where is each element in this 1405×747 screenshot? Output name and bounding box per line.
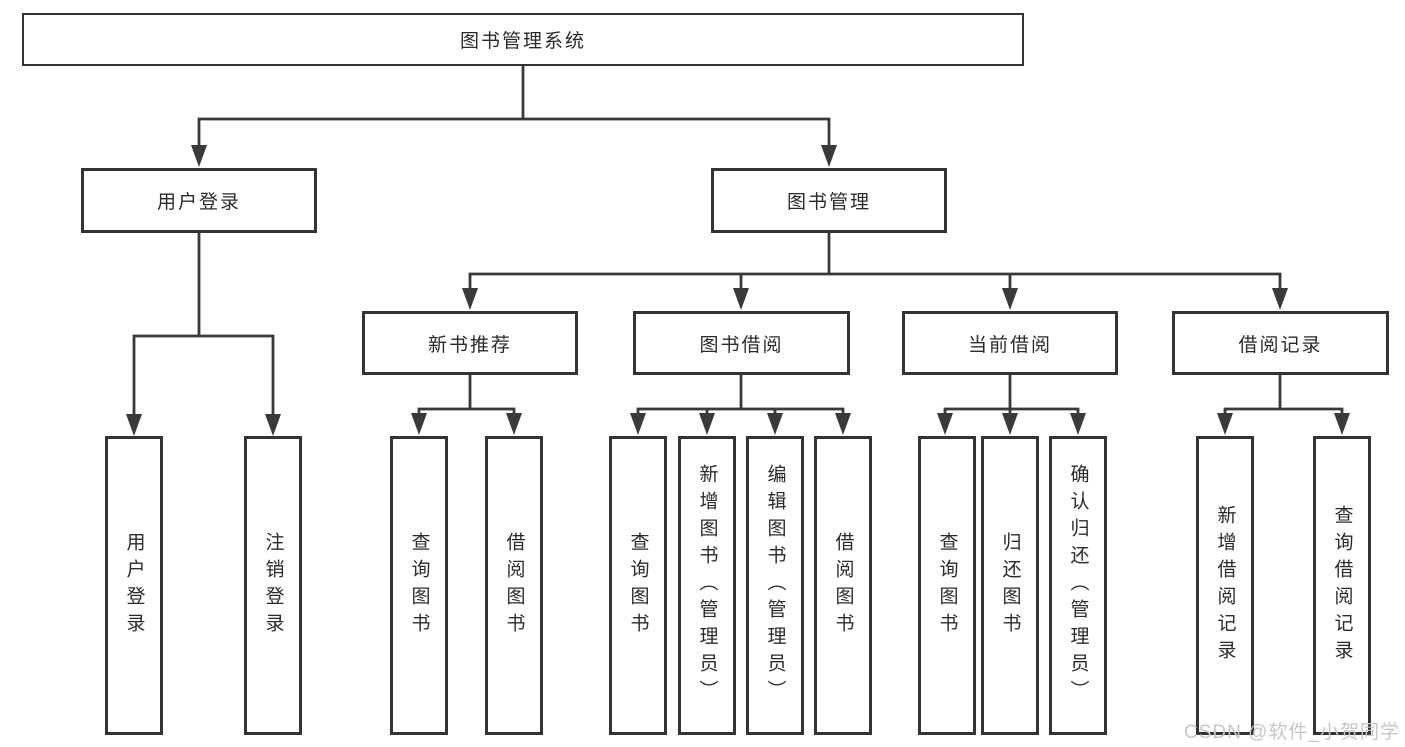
node-book-management-label: 图书管理: [786, 192, 871, 213]
node-new-book-recommend-label: 新书推荐: [427, 334, 512, 356]
leaf-user-login-label: 用户登录: [123, 531, 145, 640]
leaf-query-books-current-label: 查询图书: [936, 531, 958, 640]
leaf-add-book-admin-label: 新增图书（管理员）: [696, 464, 718, 707]
leaf-confirm-return-admin-label: 确认归还（管理员）: [1067, 464, 1089, 707]
leaf-query-books-recommend-label: 查询图书: [408, 531, 430, 640]
leaf-return-book: 归还图书: [981, 436, 1039, 735]
node-user-login: 用户登录: [81, 168, 317, 233]
node-borrow-records: 借阅记录: [1172, 311, 1389, 375]
leaf-query-borrow-record-label: 查询借阅记录: [1331, 504, 1353, 667]
leaf-query-books-borrow-label: 查询图书: [627, 531, 649, 640]
node-current-borrow-label: 当前借阅: [967, 334, 1052, 356]
node-book-management: 图书管理: [711, 168, 947, 233]
leaf-query-books-recommend: 查询图书: [390, 436, 448, 735]
node-book-borrow-label: 图书借阅: [699, 334, 784, 356]
node-root-label: 图书管理系统: [459, 31, 586, 52]
leaf-add-borrow-record-label: 新增借阅记录: [1214, 504, 1236, 667]
leaf-logout-label: 注销登录: [262, 531, 284, 640]
leaf-add-borrow-record: 新增借阅记录: [1196, 436, 1254, 735]
leaf-logout: 注销登录: [244, 436, 302, 735]
node-new-book-recommend: 新书推荐: [362, 311, 578, 375]
leaf-query-books-borrow: 查询图书: [609, 436, 667, 735]
leaf-borrow-books: 借阅图书: [814, 436, 872, 735]
leaf-borrow-books-label: 借阅图书: [832, 531, 854, 640]
leaf-query-borrow-record: 查询借阅记录: [1313, 436, 1371, 735]
watermark-text: CSDN @软件_小贺同学: [1184, 722, 1400, 743]
leaf-return-book-label: 归还图书: [999, 531, 1021, 640]
node-user-login-label: 用户登录: [156, 192, 241, 213]
leaf-borrow-books-recommend: 借阅图书: [485, 436, 543, 735]
leaf-query-books-current: 查询图书: [918, 436, 976, 735]
leaf-edit-book-admin: 编辑图书（管理员）: [746, 436, 804, 735]
node-book-borrow: 图书借阅: [633, 311, 850, 375]
node-borrow-records-label: 借阅记录: [1238, 334, 1323, 356]
leaf-user-login: 用户登录: [105, 436, 163, 735]
leaf-edit-book-admin-label: 编辑图书（管理员）: [764, 464, 786, 707]
node-current-borrow: 当前借阅: [902, 311, 1118, 375]
leaf-add-book-admin: 新增图书（管理员）: [678, 436, 736, 735]
leaf-confirm-return-admin: 确认归还（管理员）: [1049, 436, 1107, 735]
node-root: 图书管理系统: [22, 13, 1024, 66]
leaf-borrow-books-recommend-label: 借阅图书: [503, 531, 525, 640]
